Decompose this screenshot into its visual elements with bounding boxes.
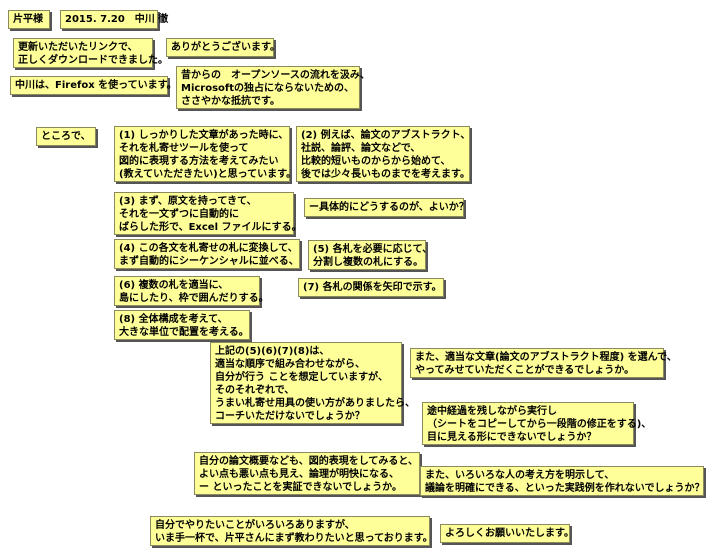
note-line: ところで、 — [41, 131, 91, 142]
note-line: まず自動的にシーケンシャルに並べる、 — [119, 256, 299, 267]
note-own-paper[interactable]: 自分の論文概要なども、図的表現をしてみると、よい点も悪い点も見え、論理が明快にな… — [194, 452, 420, 495]
note-line: (7) 各札の関係を矢印で示す。 — [303, 282, 442, 293]
note-line: 正しくダウンロードできました。 — [18, 55, 168, 66]
note-line: やってみせていただくことができるでしょうか。 — [415, 365, 635, 376]
note-step-4[interactable]: (4) この各文を札寄せの札に変換して、まず自動的にシーケンシャルに並べる、 — [114, 239, 300, 269]
note-line: よろしくお願いいたします。 — [445, 528, 574, 539]
note-by-the-way[interactable]: ところで、 — [36, 127, 96, 146]
note-greeting[interactable]: 片平様 — [8, 10, 50, 29]
note-line: (6) 複数の札を適当に、 — [119, 280, 229, 291]
note-line: (4) この各文を札寄せの札に変換して、 — [119, 243, 298, 254]
note-line: ありがとうございます。 — [171, 42, 280, 53]
note-line: 大きな単位で配置を考える。 — [119, 327, 249, 338]
note-line: また、いろいろな人の考え方を明示して、 — [425, 470, 615, 481]
note-line: (2) 例えば、論文のアブストラクト、 — [301, 130, 471, 141]
note-line: 2015. 7.20 中川 徹 — [65, 14, 169, 25]
note-line: それを札寄せツールを使って — [119, 143, 249, 154]
note-step-1[interactable]: (1) しっかりした文章があった時に、それを札寄せツールを使って図的に表現する方… — [114, 126, 297, 182]
note-opensource[interactable]: 昔からの オープンソースの流れを汲み、 Microsoftの独占にならないための、… — [176, 66, 370, 109]
note-date-author[interactable]: 2015. 7.20 中川 徹 — [60, 10, 169, 29]
note-line: 後では少々長いものまでを考えます。 — [301, 169, 470, 180]
note-step-6[interactable]: (6) 複数の札を適当に、島にしたり、枠で囲んだりする。 — [114, 276, 269, 306]
note-line: ばらした形で、Excel ファイルにする。 — [119, 222, 302, 233]
note-line: 自分が行う ことを想定していますが、 — [215, 372, 388, 383]
note-step-3[interactable]: (3) まず、原文を持ってきて、それを一文ずつに自動的にばらした形で、Excel… — [114, 192, 302, 235]
note-line: 更新いただいたリンクで、 — [18, 42, 138, 53]
note-line: 議論を明確にできる、といった実践例を作れないでしょうか？ — [425, 483, 705, 494]
note-coaching-request[interactable]: 上記の(5)(6)(7)(8)は、適当な順序で組み合わせながら、自分が行う こと… — [210, 342, 415, 424]
note-line: （シートをコピーしてから一段階の修正をする)、 — [427, 419, 652, 430]
note-step-7[interactable]: (7) 各札の関係を矢印で示す。 — [298, 278, 444, 297]
note-line: 社説、論評、論文などで、 — [301, 143, 421, 154]
note-line: 分割し複数の札にする。 — [313, 257, 424, 268]
note-line: (教えていただきたい)と思っています。 — [119, 169, 297, 180]
note-line: 自分の論文概要なども、図的表現をしてみると、 — [199, 456, 418, 467]
note-line: (8) 全体構成を考えて、 — [119, 314, 228, 325]
note-download-success[interactable]: 更新いただいたリンクで、正しくダウンロードできました。 — [13, 38, 168, 68]
note-line: うまい札寄せ用具の使い方がありましたら、 — [215, 398, 415, 409]
note-line: そのそれぞれで、 — [215, 385, 295, 396]
note-line: 島にしたり、枠で囲んだりする。 — [119, 293, 269, 304]
note-line: 上記の(5)(6)(7)(8)は、 — [215, 346, 330, 357]
note-line: 中川は、Firefox を使っています。 — [15, 80, 177, 91]
note-line: Microsoftの独占にならないための、 — [181, 83, 355, 94]
note-line: (3) まず、原文を持ってきて、 — [119, 196, 257, 207]
note-step-8[interactable]: (8) 全体構成を考えて、大きな単位で配置を考える。 — [114, 310, 250, 340]
note-demo-request[interactable]: また、適当な文章(論文のアブストラクト程度) を選んで、やってみせていただくこと… — [410, 348, 677, 378]
note-practice-example[interactable]: また、いろいろな人の考え方を明示して、議論を明確にできる、といった実践例を作れな… — [420, 466, 705, 496]
note-thanks[interactable]: ありがとうございます。 — [166, 38, 280, 57]
note-line: 適当な順序で組み合わせながら、 — [215, 359, 365, 370]
note-line: ー具体的にどうするのが、よいか？ — [309, 202, 469, 213]
note-line: 昔からの オープンソースの流れを汲み、 — [181, 70, 370, 81]
note-line: いま手一杯で、片平さんにまず教わりたいと思っております。 — [155, 533, 433, 544]
note-regards[interactable]: よろしくお願いいたします。 — [440, 524, 574, 543]
note-line: 図的に表現する方法を考えてみたい — [119, 156, 279, 167]
note-line: ー といったことを実証できないでしょうか。 — [199, 482, 402, 493]
note-line: 片平様 — [13, 14, 43, 25]
note-line: それを一文ずつに自動的に — [119, 209, 239, 220]
note-line: 自分でやりたいことがいろいろありますが、 — [155, 520, 355, 531]
note-step-2[interactable]: (2) 例えば、論文のアブストラクト、社説、論評、論文などで、比較的短いものから… — [296, 126, 470, 182]
note-line: よい点も悪い点も見え、論理が明快になる、 — [199, 469, 399, 480]
note-line: 途中経過を残しながら実行し — [427, 406, 557, 417]
note-line: 比較的短いものからから始めて、 — [301, 156, 451, 167]
note-line: 目に見える形にできないでしょうか？ — [427, 432, 597, 443]
note-step-5[interactable]: (5) 各札を必要に応じて、分割し複数の札にする。 — [308, 240, 433, 270]
note-line: (1) しっかりした文章があった時に、 — [119, 130, 289, 141]
note-firefox[interactable]: 中川は、Firefox を使っています。 — [10, 76, 177, 95]
note-line: (5) 各札を必要に応じて、 — [313, 244, 433, 255]
note-line: コーチいただけないでしょうか？ — [215, 411, 365, 422]
note-question-how[interactable]: ー具体的にどうするのが、よいか？ — [304, 198, 469, 217]
note-line: また、適当な文章(論文のアブストラクト程度) を選んで、 — [415, 352, 677, 363]
note-progress-request[interactable]: 途中経過を残しながら実行し （シートをコピーしてから一段階の修正をする)、目に見え… — [422, 402, 652, 445]
note-busy[interactable]: 自分でやりたいことがいろいろありますが、いま手一杯で、片平さんにまず教わりたいと… — [150, 516, 433, 546]
note-line: ささやかな抵抗です。 — [181, 96, 280, 107]
